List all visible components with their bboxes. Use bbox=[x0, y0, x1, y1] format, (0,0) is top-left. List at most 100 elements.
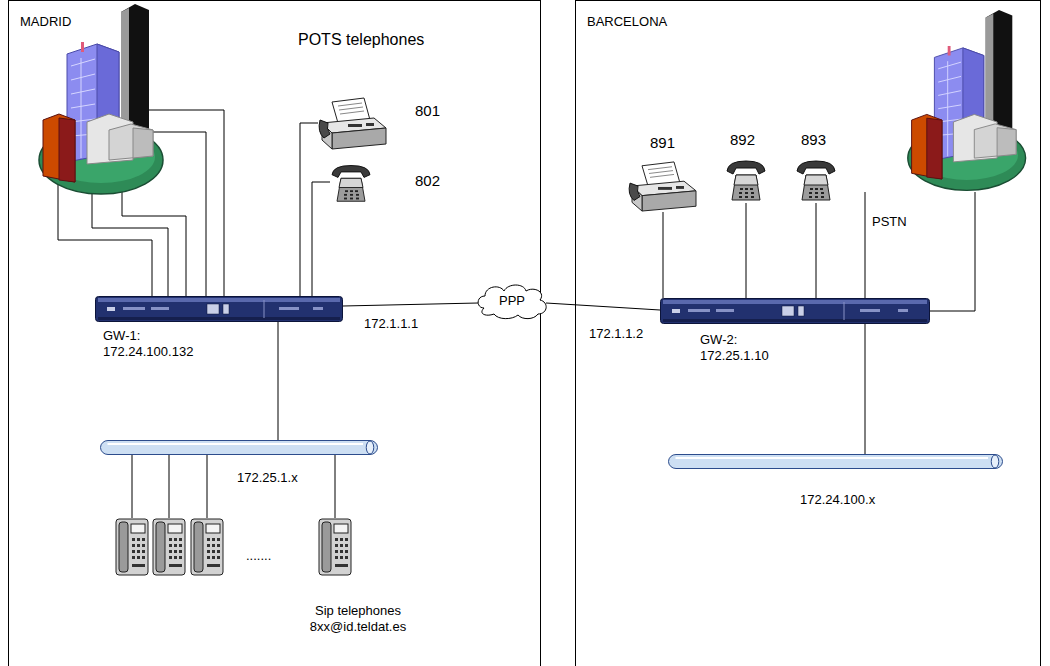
pstn-city: PSTN bbox=[858, 8, 1033, 192]
drawing-part bbox=[739, 192, 742, 194]
sip-phone bbox=[116, 519, 148, 575]
drawing-part bbox=[739, 188, 754, 198]
sip-phone bbox=[153, 519, 185, 575]
site-name: BARCELONA bbox=[587, 14, 667, 30]
extension-number: 891 bbox=[650, 134, 675, 153]
city-wire bbox=[122, 190, 186, 296]
extension-number: 892 bbox=[730, 131, 755, 150]
drawing-part bbox=[751, 192, 754, 194]
phone-shape bbox=[795, 155, 837, 203]
phone-shape bbox=[330, 160, 372, 204]
drawing-part bbox=[350, 198, 353, 200]
network-name: PSTN bbox=[872, 214, 907, 230]
drawing-part bbox=[350, 190, 353, 192]
drawing-part bbox=[745, 196, 748, 198]
link-line bbox=[930, 192, 975, 311]
gateway-label: GW-1: 172.24.100.132 bbox=[103, 328, 215, 361]
drawing-part bbox=[344, 198, 347, 200]
lan-segment: 172.25.1.x bbox=[100, 440, 378, 455]
link-name: PPP bbox=[476, 293, 548, 309]
phone-group-label: Sip telephones 8xx@id.teldat.es bbox=[296, 603, 420, 636]
network-address: 172.24.100.x bbox=[800, 492, 875, 508]
drawing-part bbox=[727, 161, 765, 200]
link-address: 172.1.1.2 bbox=[587, 326, 645, 342]
drawing-part bbox=[815, 196, 818, 198]
drawing-part bbox=[344, 190, 359, 199]
gateway-router: GW-1: 172.24.100.132 bbox=[95, 296, 343, 322]
drawing-part bbox=[669, 455, 1003, 469]
drawing-part bbox=[727, 161, 765, 174]
link-line bbox=[746, 203, 747, 298]
drawing-part bbox=[734, 175, 758, 185]
drawing-part bbox=[732, 175, 760, 200]
drawing-part bbox=[860, 309, 880, 312]
drawing-part bbox=[338, 103, 364, 114]
drawing-part bbox=[348, 124, 362, 127]
drawing-part bbox=[223, 304, 229, 314]
drawing-part bbox=[844, 302, 845, 320]
drawing-part bbox=[279, 307, 299, 310]
city-wire bbox=[92, 190, 168, 296]
gateway-router: GW-2: 172.25.1.10 bbox=[660, 298, 930, 324]
extension-number: 801 bbox=[415, 102, 440, 121]
drawing-part bbox=[108, 443, 364, 445]
extension-number: 893 bbox=[801, 131, 826, 150]
link-line bbox=[816, 203, 817, 298]
drawing-part bbox=[716, 309, 734, 312]
fax-shape bbox=[318, 96, 388, 150]
drawing-part bbox=[810, 188, 813, 190]
fax-machine: 891 bbox=[628, 160, 698, 212]
drawing-part bbox=[350, 194, 353, 196]
drawing-part bbox=[797, 161, 835, 174]
drawing-part bbox=[688, 309, 710, 312]
link-line bbox=[300, 123, 318, 296]
drawing-part bbox=[332, 166, 370, 178]
drawing-part bbox=[991, 455, 999, 468]
drawing-part bbox=[319, 98, 386, 149]
extension-number: 802 bbox=[415, 172, 440, 191]
device-shape bbox=[95, 296, 343, 322]
link-line bbox=[312, 182, 330, 296]
drawing-part bbox=[798, 306, 804, 316]
drawing-part bbox=[151, 307, 169, 310]
sip-drops bbox=[132, 455, 335, 518]
lan-drop bbox=[207, 455, 208, 518]
drawing-part bbox=[319, 120, 330, 138]
drawing-part bbox=[366, 441, 374, 454]
site-panel: MADRID 801 802GW-1: 172.24.100.132 172.25.1… bbox=[8, 0, 541, 666]
device-shape bbox=[660, 298, 930, 324]
drawing-part bbox=[739, 196, 742, 198]
drawing-part bbox=[101, 441, 378, 455]
lan-drop bbox=[335, 455, 336, 518]
drawing-part bbox=[355, 190, 358, 192]
site-name: MADRID bbox=[20, 14, 71, 30]
drawing-part bbox=[821, 196, 824, 198]
drawing-part bbox=[98, 317, 340, 320]
drawing-part bbox=[740, 188, 743, 190]
drawing-part bbox=[107, 307, 115, 311]
sip-phone bbox=[191, 519, 223, 575]
sip-phone bbox=[319, 519, 351, 575]
drawing-part bbox=[313, 307, 323, 310]
ellipsis-mark: ....... bbox=[246, 548, 271, 564]
drawing-part bbox=[207, 304, 219, 314]
network-address: 172.25.1.x bbox=[237, 470, 298, 486]
drawing-part bbox=[676, 186, 684, 189]
city-wire bbox=[148, 110, 224, 296]
link-line bbox=[278, 322, 279, 440]
drawing-part bbox=[676, 457, 989, 459]
drawing-part bbox=[356, 198, 359, 200]
drawing-part bbox=[339, 178, 363, 187]
drawing-part bbox=[672, 309, 680, 313]
drawing-part bbox=[908, 10, 1026, 191]
drawing-part bbox=[356, 194, 359, 196]
drawing-part bbox=[345, 190, 348, 192]
drawing-part bbox=[815, 192, 818, 194]
drawing-part bbox=[782, 306, 794, 316]
lan-drop bbox=[132, 455, 133, 518]
drawing-part bbox=[264, 300, 265, 318]
pots-telephone: 892 bbox=[725, 155, 767, 203]
